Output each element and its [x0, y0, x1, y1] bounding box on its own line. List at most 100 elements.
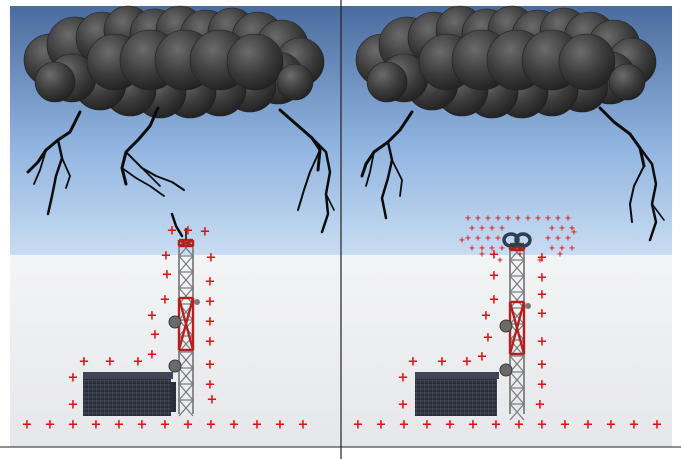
positive-charges-right: ++++++++++++++++++++++++++++++++++++++++…	[353, 214, 663, 433]
positive-charge-icon: +	[479, 224, 486, 233]
positive-charge-icon: +	[133, 355, 144, 370]
positive-charge-icon: +	[489, 293, 500, 308]
positive-charge-icon: +	[205, 378, 216, 393]
positive-charge-icon: +	[465, 234, 472, 243]
positive-charge-icon: +	[479, 244, 486, 253]
storm-cloud-icon	[355, 5, 657, 119]
positive-charge-icon: +	[485, 214, 492, 223]
positive-charge-icon: +	[469, 224, 476, 233]
positive-charge-icon: +	[147, 348, 158, 363]
positive-charge-icon: +	[559, 244, 566, 253]
positive-charge-icon: +	[489, 269, 500, 284]
positive-charge-icon: +	[68, 398, 79, 413]
positive-charge-icon: +	[91, 418, 102, 433]
dish-antenna-icon	[499, 319, 513, 333]
positive-charge-icon: +	[481, 309, 492, 324]
positive-charge-icon: +	[167, 224, 178, 239]
positive-charge-icon: +	[485, 234, 492, 243]
positive-charge-icon: +	[652, 418, 663, 433]
positive-charge-icon: +	[629, 418, 640, 433]
panel-left: +++++++++++++++++++++++++++++++++++	[10, 5, 341, 447]
equipment-shelter-icon	[415, 372, 499, 416]
positive-charge-icon: +	[499, 224, 506, 233]
positive-charge-icon: +	[537, 418, 548, 433]
positive-charge-icon: +	[549, 224, 556, 233]
positive-charge-icon: +	[535, 214, 542, 223]
positive-charge-icon: +	[537, 288, 548, 303]
positive-charge-icon: +	[559, 224, 566, 233]
positive-charge-icon: +	[499, 244, 506, 253]
positive-charge-icon: +	[462, 355, 473, 370]
lightning-bolt-icon	[360, 106, 665, 242]
positive-charge-icon: +	[459, 236, 466, 245]
positive-charge-icon: +	[514, 418, 525, 433]
positive-charge-icon: +	[200, 225, 211, 240]
positive-charge-icon: +	[160, 293, 171, 308]
positive-charge-icon: +	[537, 251, 548, 266]
dish-antenna-icon	[499, 363, 513, 377]
dissipation-ring-icon	[502, 232, 532, 248]
positive-charges-left: +++++++++++++++++++++++++++++++++++	[22, 224, 309, 433]
positive-charge-icon: +	[206, 418, 217, 433]
positive-charge-icon: +	[549, 244, 556, 253]
positive-charge-icon: +	[469, 244, 476, 253]
positive-charge-icon: +	[399, 418, 410, 433]
positive-charge-icon: +	[398, 398, 409, 413]
positive-charge-icon: +	[537, 335, 548, 350]
positive-charge-icon: +	[606, 418, 617, 433]
equipment-shelter-icon	[83, 372, 176, 416]
positive-charge-icon: +	[489, 248, 500, 263]
dish-antenna-icon	[168, 315, 182, 329]
positive-charge-icon: +	[477, 350, 488, 365]
positive-charge-icon: +	[22, 418, 33, 433]
positive-charge-icon: +	[489, 244, 496, 253]
positive-charge-icon: +	[422, 418, 433, 433]
positive-charge-icon: +	[275, 418, 286, 433]
positive-charge-icon: +	[537, 378, 548, 393]
positive-charge-icon: +	[515, 214, 522, 223]
positive-charge-icon: +	[583, 418, 594, 433]
positive-charge-icon: +	[517, 250, 524, 259]
positive-charge-icon: +	[555, 214, 562, 223]
positive-charge-icon: +	[79, 355, 90, 370]
positive-charge-icon: +	[205, 275, 216, 290]
positive-charge-icon: +	[537, 307, 548, 322]
positive-charge-icon: +	[505, 214, 512, 223]
positive-charge-icon: +	[537, 358, 548, 373]
positive-charge-icon: +	[205, 295, 216, 310]
positive-charge-icon: +	[475, 234, 482, 243]
positive-charge-icon: +	[465, 214, 472, 223]
positive-charge-icon: +	[445, 418, 456, 433]
positive-charge-icon: +	[468, 418, 479, 433]
positive-charge-icon: +	[68, 418, 79, 433]
positive-charge-icon: +	[68, 371, 79, 386]
lightning-bolt-icon	[26, 106, 335, 238]
positive-charge-icon: +	[475, 214, 482, 223]
positive-charge-icon: +	[207, 393, 218, 408]
positive-charge-icon: +	[557, 250, 564, 259]
tower-icon	[499, 232, 532, 421]
dish-antenna-icon	[168, 359, 182, 373]
positive-charge-icon: +	[150, 328, 161, 343]
tower-icon	[168, 228, 200, 417]
positive-charge-icon: +	[162, 268, 173, 283]
panel-right: ++++++++++++++++++++++++++++++++++++++++…	[341, 5, 672, 447]
positive-charge-icon: +	[114, 418, 125, 433]
positive-charge-icon: +	[569, 224, 576, 233]
positive-charge-icon: +	[525, 214, 532, 223]
positive-charge-icon: +	[353, 418, 364, 433]
storm-cloud-icon	[23, 5, 325, 119]
positive-charge-icon: +	[569, 244, 576, 253]
positive-charge-icon: +	[137, 418, 148, 433]
positive-charge-icon: +	[206, 251, 217, 266]
positive-charge-icon: +	[560, 418, 571, 433]
positive-charge-icon: +	[565, 214, 572, 223]
positive-charge-icon: +	[398, 371, 409, 386]
ground-right	[341, 255, 672, 447]
positive-charge-icon: +	[535, 398, 546, 413]
positive-charge-icon: +	[497, 256, 504, 265]
ground-left	[10, 255, 341, 447]
positive-charge-icon: +	[161, 249, 172, 264]
positive-charge-icon: +	[376, 418, 387, 433]
